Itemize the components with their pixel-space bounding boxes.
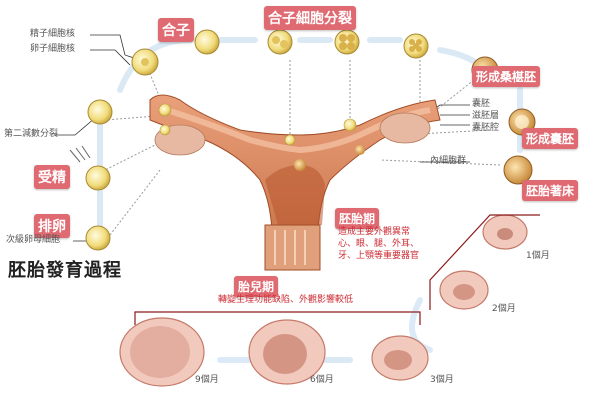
label-implantation: 胚胎著床	[522, 180, 579, 201]
tube-cells	[158, 103, 365, 171]
embryo-bracket	[134, 214, 540, 325]
label-blastocoel-cavity: 囊胚腔	[472, 123, 500, 133]
label-zygote: 合子	[158, 18, 194, 42]
uterus-illustration	[149, 94, 441, 271]
embryo-note-line2: 心、眼、腿、外耳、	[338, 239, 420, 249]
label-ovulation: 排卵	[34, 214, 70, 238]
label-fertilization: 受精	[34, 165, 70, 189]
top-row-cells	[194, 29, 429, 59]
fetal-stage-fetuses	[119, 317, 429, 387]
month-embryos	[439, 214, 528, 310]
label-inner-cell-mass: 內細胞群	[430, 156, 467, 166]
fetal-note: 轉變生理功能缺陷、外觀影響較低	[218, 295, 354, 305]
label-month-6: 6個月	[310, 375, 334, 385]
label-fetal-stage: 胎兒期	[234, 276, 279, 297]
dotted-connectors	[104, 60, 501, 236]
label-secondary-oocyte: 次級卵母細胞	[6, 235, 61, 245]
diagram-title: 胚胎發育過程	[8, 260, 122, 281]
label-second-meiosis: 第二減數分裂	[4, 129, 59, 139]
label-month-1: 1個月	[526, 251, 550, 261]
label-month-9: 9個月	[195, 375, 219, 385]
label-egg-nucleus: 卵子細胞核	[30, 44, 76, 54]
embryo-note-line3: 牙、上顎等重要器官	[338, 251, 420, 261]
label-embryo-stage: 胚胎期	[335, 208, 380, 229]
label-morula: 形成桑椹胚	[472, 66, 541, 87]
label-month-2: 2個月	[492, 304, 516, 314]
label-blastocyst: 形成囊胚	[522, 128, 579, 149]
embryo-note-line1: 造成主要外觀異常	[338, 227, 411, 237]
label-blastocoel: 囊胚	[472, 99, 491, 109]
left-column-cells	[69, 48, 159, 251]
label-sperm-nucleus: 精子細胞核	[30, 29, 76, 39]
label-zygote-cleavage: 合子細胞分裂	[264, 6, 356, 30]
label-month-3: 3個月	[430, 375, 454, 385]
label-trophoblast: 滋胚層	[472, 111, 500, 121]
